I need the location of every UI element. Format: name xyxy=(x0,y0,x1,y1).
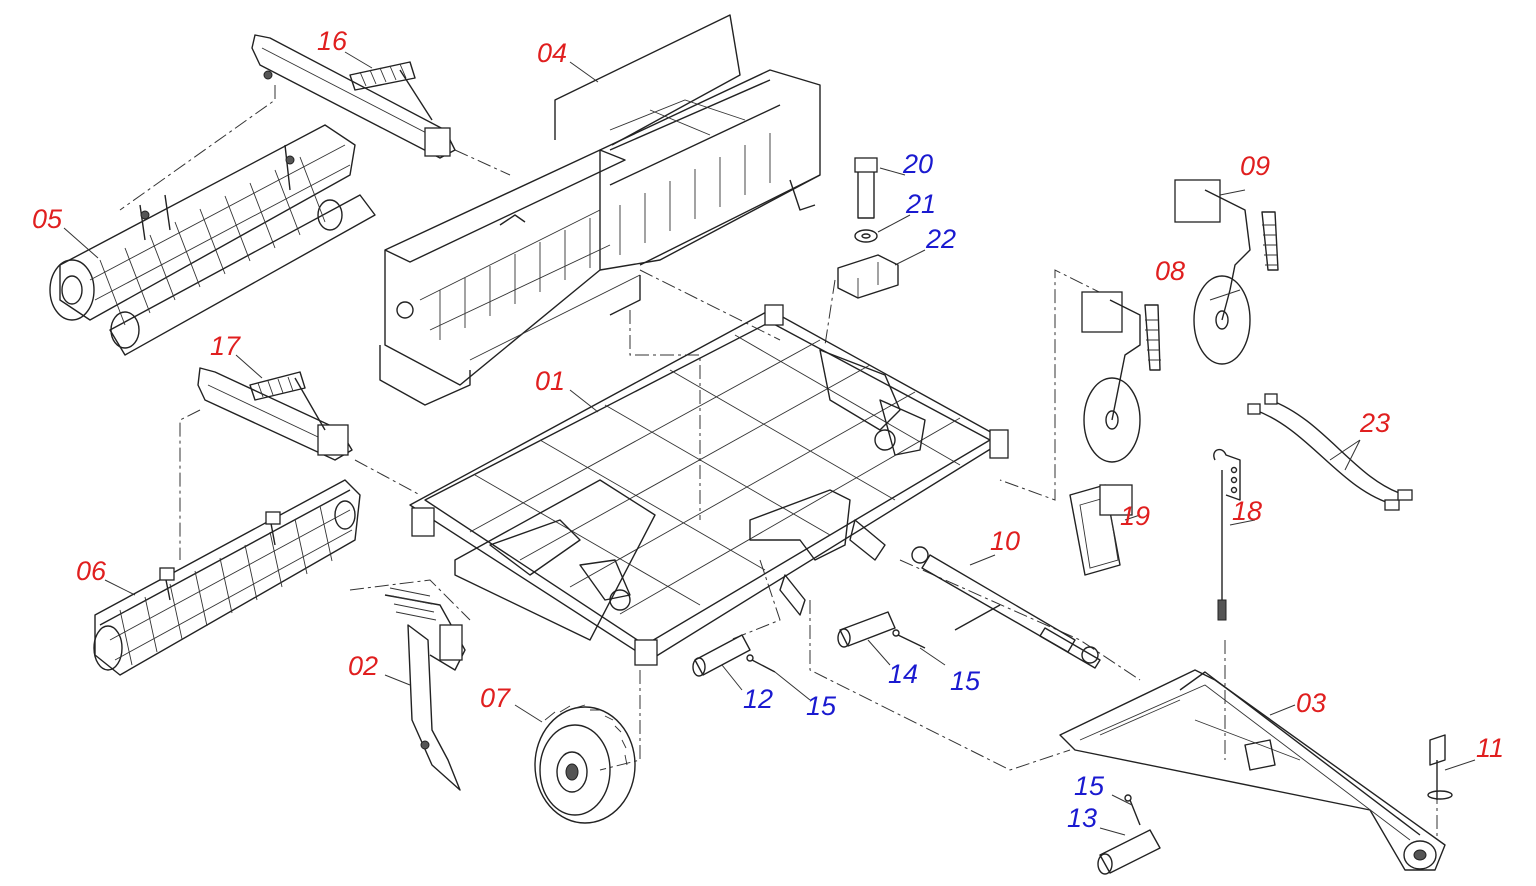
label-16: 16 xyxy=(317,26,348,56)
label-18: 18 xyxy=(1232,496,1262,526)
part-22-clamp xyxy=(837,254,899,299)
part-14-pin xyxy=(837,611,896,648)
part-18-marker-rod xyxy=(1213,448,1241,621)
part-16-upper-link-arm xyxy=(251,34,456,159)
label-03: 03 xyxy=(1296,688,1326,718)
label-15a: 15 xyxy=(806,691,837,721)
label-14: 14 xyxy=(888,659,918,689)
label-19: 19 xyxy=(1120,501,1150,531)
label-09: 09 xyxy=(1240,151,1270,181)
part-12-pin xyxy=(692,634,751,677)
label-08: 08 xyxy=(1155,256,1185,286)
label-23: 23 xyxy=(1359,408,1390,438)
label-10: 10 xyxy=(990,526,1020,556)
part-15-clip-a xyxy=(746,654,776,673)
part-23-hydraulic-hoses xyxy=(1247,393,1413,511)
label-12: 12 xyxy=(743,684,773,714)
part-19-bracket xyxy=(1069,484,1133,576)
label-06: 06 xyxy=(76,556,107,586)
label-02: 02 xyxy=(348,651,378,681)
label-15b: 15 xyxy=(950,666,981,696)
part-21-washer xyxy=(854,229,878,243)
label-11: 11 xyxy=(1476,733,1504,763)
leader-lines xyxy=(63,51,1476,836)
part-01-main-frame xyxy=(409,304,1009,666)
label-04: 04 xyxy=(537,38,567,68)
part-08-disc-coulter xyxy=(1081,291,1161,463)
part-07-transport-wheel xyxy=(534,704,636,824)
part-06-front-roller xyxy=(93,479,361,676)
part-labels: 16 04 05 17 01 06 02 07 12 15 14 15 10 1… xyxy=(32,26,1504,833)
label-07: 07 xyxy=(480,683,511,713)
label-13: 13 xyxy=(1067,803,1097,833)
assembly-lines xyxy=(119,85,1438,840)
part-13-pin xyxy=(1097,829,1161,875)
part-15-clip-c xyxy=(1124,794,1141,826)
label-17: 17 xyxy=(210,331,241,361)
label-05: 05 xyxy=(32,204,63,234)
label-22: 22 xyxy=(925,224,956,254)
part-09-disc-coulter xyxy=(1174,179,1279,365)
part-17-lower-link-arm xyxy=(197,367,353,461)
part-03-drawbar xyxy=(1059,669,1446,871)
part-20-bolt xyxy=(854,157,878,219)
label-01: 01 xyxy=(535,366,565,396)
label-20: 20 xyxy=(902,149,933,179)
part-05-crumbler-roller xyxy=(49,124,376,356)
part-15-clip-b xyxy=(892,629,926,649)
label-15c: 15 xyxy=(1074,771,1105,801)
part-04-seed-hopper xyxy=(379,14,821,406)
part-02-cultivator-tine xyxy=(384,587,466,791)
part-11-hitch-pin xyxy=(1427,734,1453,800)
part-10-hydraulic-cylinder xyxy=(911,546,1101,669)
label-21: 21 xyxy=(905,189,936,219)
